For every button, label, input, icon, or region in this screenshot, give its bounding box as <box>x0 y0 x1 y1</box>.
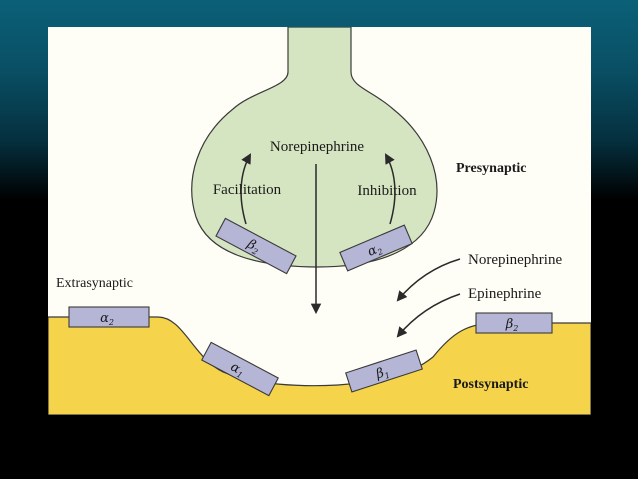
diagram-canvas: β2 α2 α2 α1 β1 β2 Norepinephrine Facilit… <box>48 27 591 415</box>
extrasynaptic-alpha2-receptor: α2 <box>68 306 150 328</box>
norepinephrine-top-label: Norepinephrine <box>270 139 364 155</box>
norepinephrine-right-label: Norepinephrine <box>468 252 562 268</box>
presynaptic-terminal <box>191 27 438 268</box>
svg-text:α1: α1 <box>227 360 247 381</box>
norepinephrine-arrow <box>396 258 461 302</box>
presynaptic-beta2-receptor: β2 <box>215 217 297 275</box>
epinephrine-label: Epinephrine <box>468 286 542 302</box>
presynaptic-alpha2-receptor: α2 <box>339 224 413 272</box>
postsynaptic-membrane <box>48 316 591 415</box>
postsynaptic-alpha1-receptor: α1 <box>201 341 279 397</box>
facilitation-arrow <box>240 153 252 225</box>
svg-text:α2: α2 <box>100 311 114 327</box>
postsynaptic-label: Postsynaptic <box>453 377 528 392</box>
facilitation-label: Facilitation <box>213 182 282 198</box>
presynaptic-label: Presynaptic <box>456 161 527 176</box>
svg-text:β2: β2 <box>505 317 519 333</box>
extrasynaptic-beta2-receptor: β2 <box>475 312 553 334</box>
epinephrine-arrow <box>396 293 461 338</box>
inhibition-arrow <box>384 153 396 225</box>
synapse-diagram: β2 α2 α2 α1 β1 β2 Norepinephrine Facilit… <box>48 27 591 415</box>
extrasynaptic-label: Extrasynaptic <box>56 276 133 291</box>
inhibition-label: Inhibition <box>357 183 417 199</box>
postsynaptic-beta1-receptor: β1 <box>345 349 423 393</box>
